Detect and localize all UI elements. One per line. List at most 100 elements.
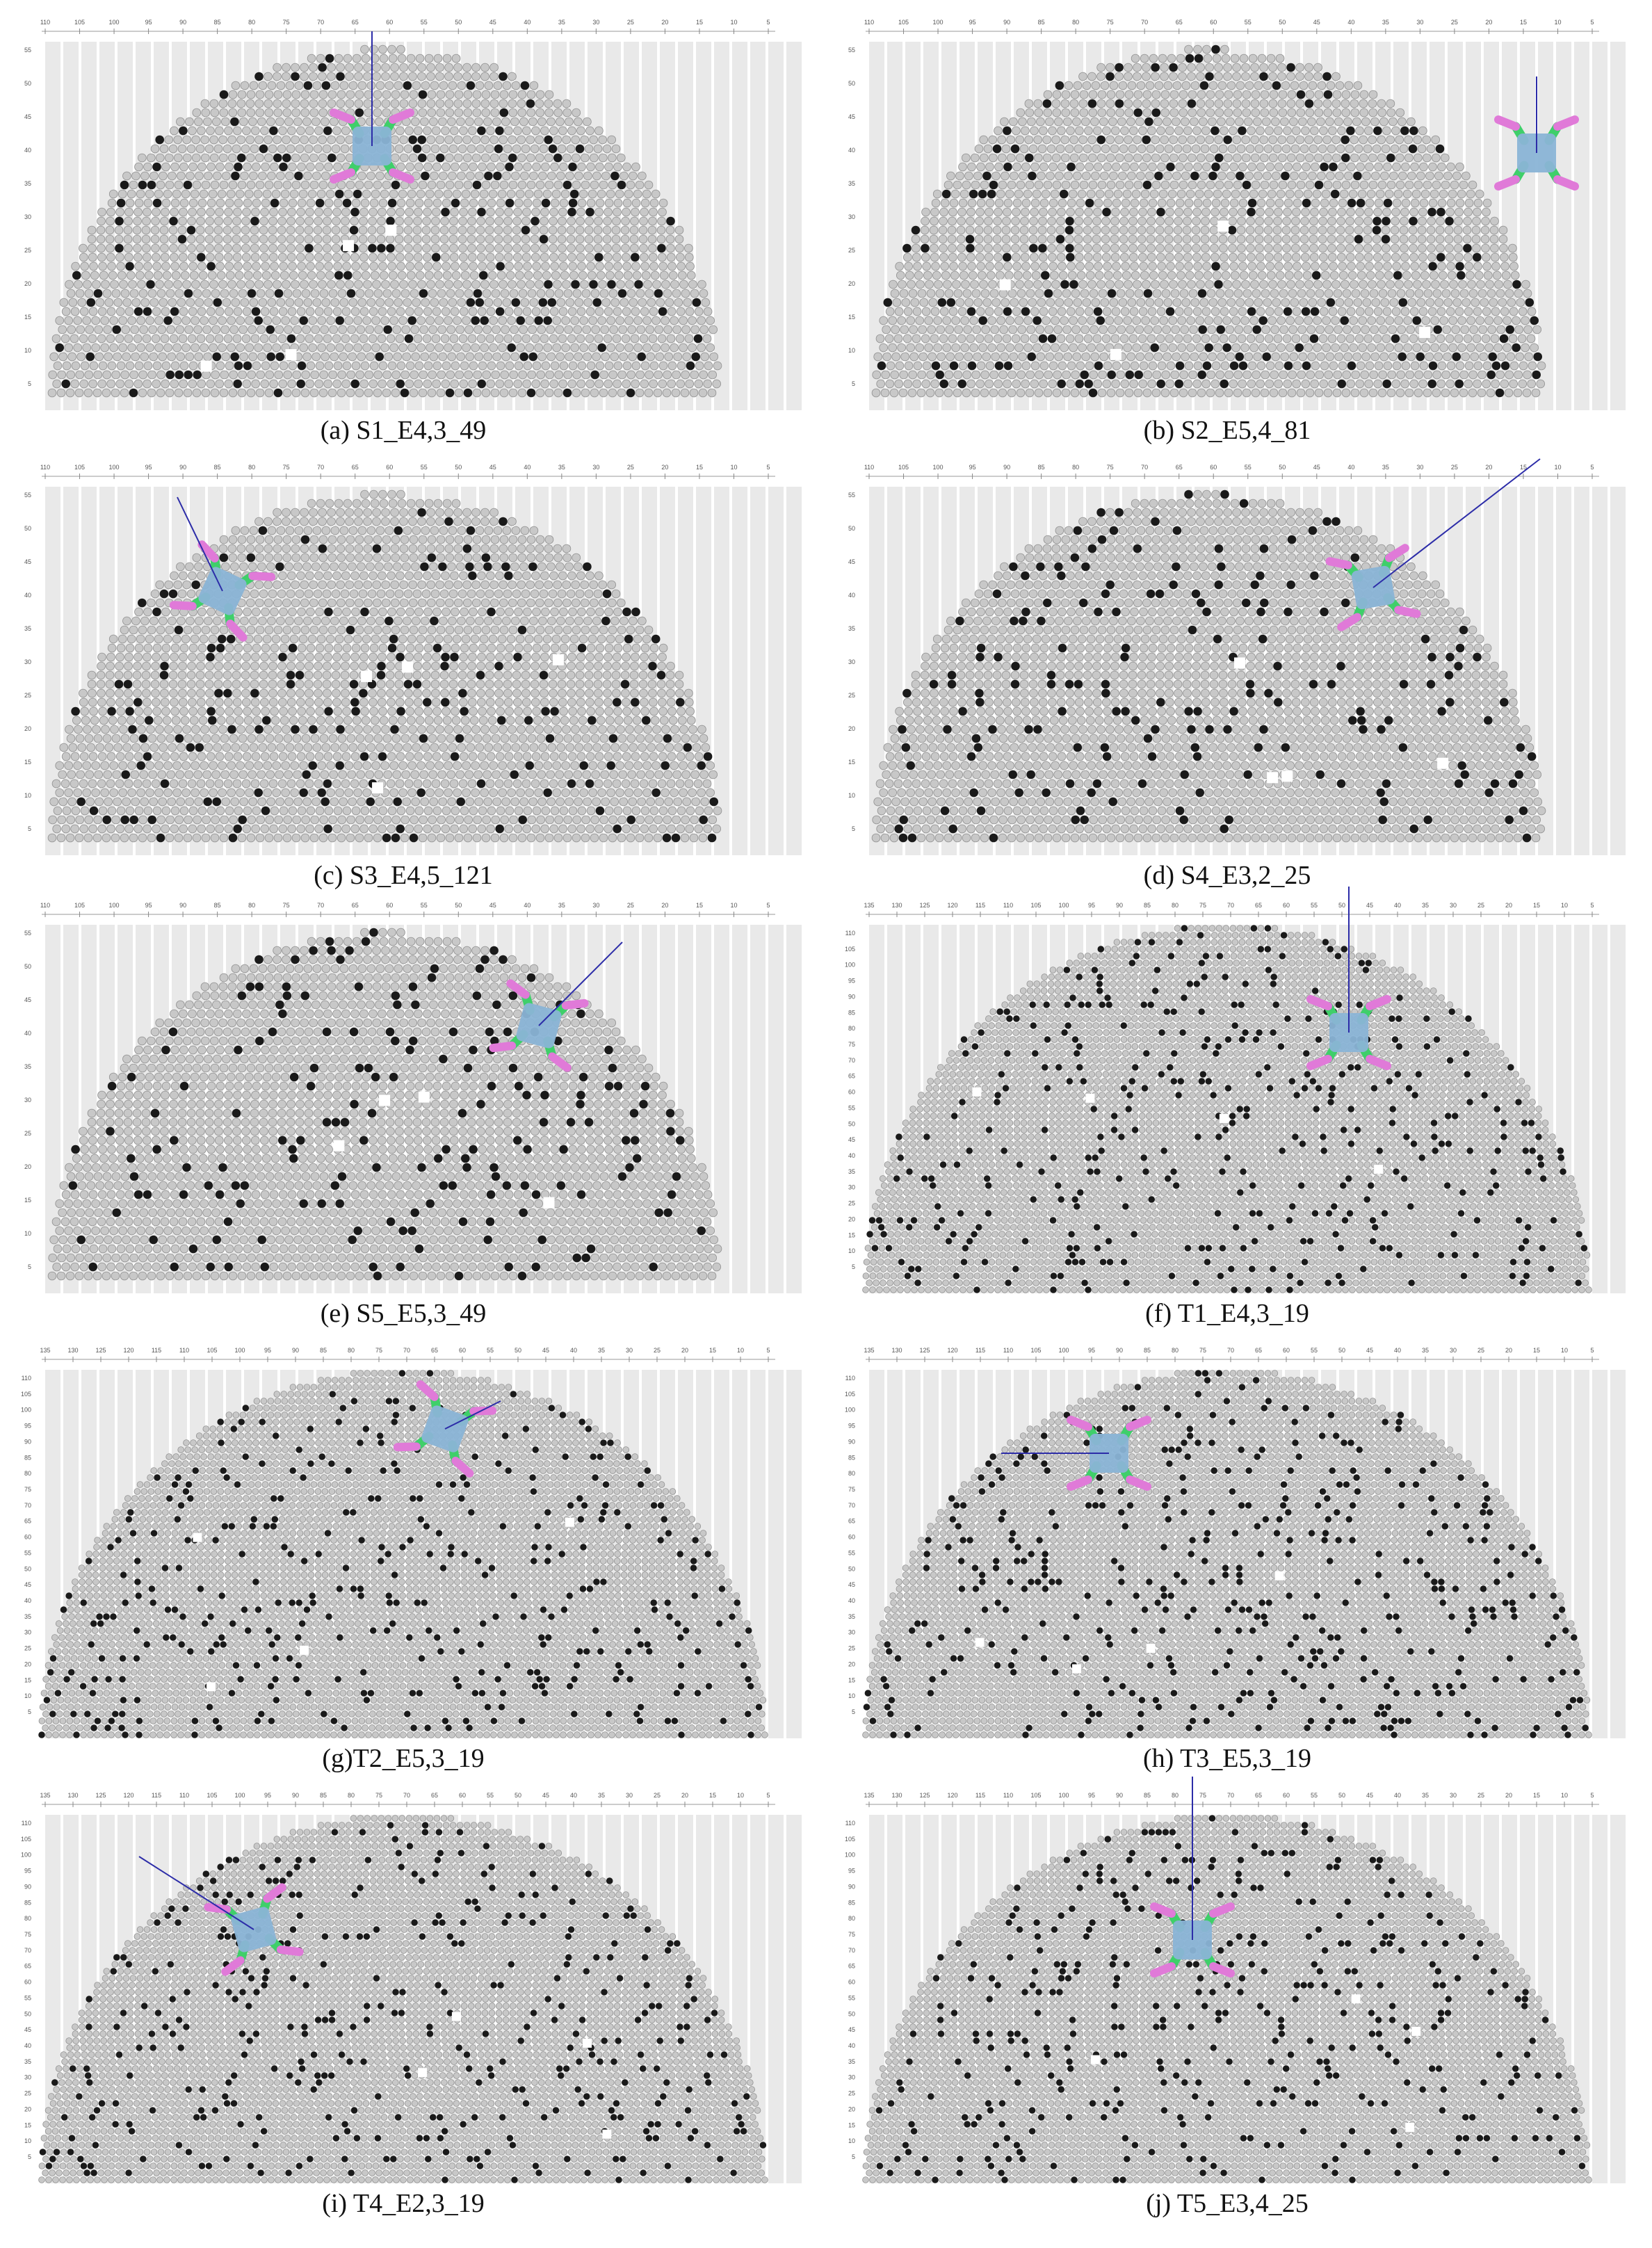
robot-leg-tip xyxy=(1150,1962,1176,1978)
x-tick-label: 90 xyxy=(179,19,186,26)
x-tick-label: 25 xyxy=(1477,902,1484,909)
x-tick-label: 45 xyxy=(489,464,496,471)
x-tick-label: 20 xyxy=(681,1347,688,1354)
robot-leg-tip xyxy=(1126,1475,1151,1491)
y-tick-label: 5 xyxy=(28,1708,31,1715)
y-tick-label: 40 xyxy=(848,2042,855,2049)
y-tick-label: 55 xyxy=(848,1994,855,2001)
x-tick-label: 80 xyxy=(348,1792,355,1799)
x-tick-label: 115 xyxy=(975,902,985,909)
x-tick-label: 120 xyxy=(123,1347,133,1354)
y-tick-label: 50 xyxy=(848,1565,855,1572)
x-tick-label: 30 xyxy=(592,19,599,26)
robot-leg-tip xyxy=(1366,995,1391,1010)
x-tick-label: 40 xyxy=(1394,902,1401,909)
y-tick-label: 30 xyxy=(24,1629,31,1636)
robot-leg-tip xyxy=(263,1883,286,1903)
x-tick-label: 10 xyxy=(730,464,737,471)
x-tick-label: 90 xyxy=(292,1792,299,1799)
x-tick-label: 35 xyxy=(1422,1347,1429,1354)
y-tick-label: 10 xyxy=(848,1692,855,1699)
y-tick-label: 110 xyxy=(22,1820,31,1827)
y-tick-label: 15 xyxy=(24,2121,31,2128)
x-tick-label: 70 xyxy=(317,464,324,471)
x-tick-label: 80 xyxy=(248,464,255,471)
x-tick-label: 15 xyxy=(1520,19,1527,26)
y-tick-label: 5 xyxy=(28,380,31,387)
x-tick-label: 10 xyxy=(737,1347,744,1354)
y-tick-label: 65 xyxy=(24,1963,31,1970)
x-tick-label: 90 xyxy=(179,902,186,909)
x-tick-label: 85 xyxy=(320,1347,327,1354)
x-tick-label: 50 xyxy=(515,1347,521,1354)
x-tick-label: 110 xyxy=(1003,1347,1013,1354)
x-tick-label: 110 xyxy=(864,19,874,26)
terrain-gaps xyxy=(972,1087,1384,1174)
y-tick-label: 75 xyxy=(848,1486,855,1493)
x-tick-label: 20 xyxy=(661,464,668,471)
x-tick-label: 50 xyxy=(455,19,462,26)
y-tick-label: 100 xyxy=(845,1852,855,1859)
x-tick-label: 45 xyxy=(1366,1347,1373,1354)
x-tick-label: 80 xyxy=(1172,1347,1179,1354)
x-tick-label: 95 xyxy=(145,902,152,909)
y-tick-label: 80 xyxy=(24,1915,31,1922)
x-tick-label: 70 xyxy=(1227,1347,1234,1354)
y-tick-label: 105 xyxy=(845,1836,855,1843)
y-tick-label: 5 xyxy=(852,2153,855,2160)
x-tick-label: 5 xyxy=(766,1347,770,1354)
y-tick-label: 85 xyxy=(848,1009,855,1016)
heading-line xyxy=(538,941,623,1026)
x-tick-label: 55 xyxy=(487,1347,494,1354)
x-tick-label: 100 xyxy=(109,902,120,909)
y-tick-label: 50 xyxy=(24,963,31,970)
y-tick-label: 15 xyxy=(848,759,855,766)
caption-c: (c) S3_E4,5_121 xyxy=(3,857,803,893)
x-tick-label: 45 xyxy=(1366,1792,1373,1799)
y-tick-label: 45 xyxy=(848,1136,855,1143)
x-tick-label: 100 xyxy=(234,1347,245,1354)
x-tick-label: 70 xyxy=(403,1347,410,1354)
x-tick-label: 30 xyxy=(1450,902,1457,909)
y-tick-label: 40 xyxy=(24,1597,31,1604)
y-tick-label: 30 xyxy=(24,2074,31,2081)
x-tick-label: 125 xyxy=(95,1792,106,1799)
y-tick-label: 45 xyxy=(848,558,855,565)
x-tick-label: 115 xyxy=(975,1792,985,1799)
x-tick-label: 20 xyxy=(1505,902,1512,909)
x-tick-label: 30 xyxy=(626,1792,633,1799)
x-tick-label: 100 xyxy=(109,19,120,26)
x-tick-label: 90 xyxy=(1116,902,1123,909)
terrain-cells xyxy=(862,1815,1592,2183)
y-tick-label: 10 xyxy=(848,1247,855,1254)
x-tick-label: 60 xyxy=(1283,1347,1290,1354)
robot-leg-tip xyxy=(389,108,414,124)
y-tick-label: 35 xyxy=(848,625,855,632)
x-tick-label: 85 xyxy=(320,1792,327,1799)
x-tick-label: 35 xyxy=(558,902,565,909)
y-tick-label: 20 xyxy=(848,725,855,732)
x-tick-label: 35 xyxy=(598,1347,605,1354)
x-tick-label: 90 xyxy=(292,1347,299,1354)
x-tick-label: 110 xyxy=(1003,902,1013,909)
robot-leg-tip xyxy=(276,1945,304,1957)
terrain-gaps xyxy=(193,1517,574,1692)
terrain-cells xyxy=(38,1370,768,1738)
x-tick-label: 30 xyxy=(1450,1792,1457,1799)
robot-leg-tip xyxy=(197,540,219,563)
robot-leg-tip xyxy=(221,1956,245,1976)
x-tick-label: 85 xyxy=(214,902,221,909)
y-tick-label: 40 xyxy=(848,592,855,599)
x-tick-label: 70 xyxy=(1227,902,1234,909)
caption-e: (e) S5_E5,3_49 xyxy=(3,1295,803,1332)
x-tick-label: 50 xyxy=(455,464,462,471)
x-tick-label: 70 xyxy=(403,1792,410,1799)
robot-leg-tip xyxy=(330,108,355,124)
